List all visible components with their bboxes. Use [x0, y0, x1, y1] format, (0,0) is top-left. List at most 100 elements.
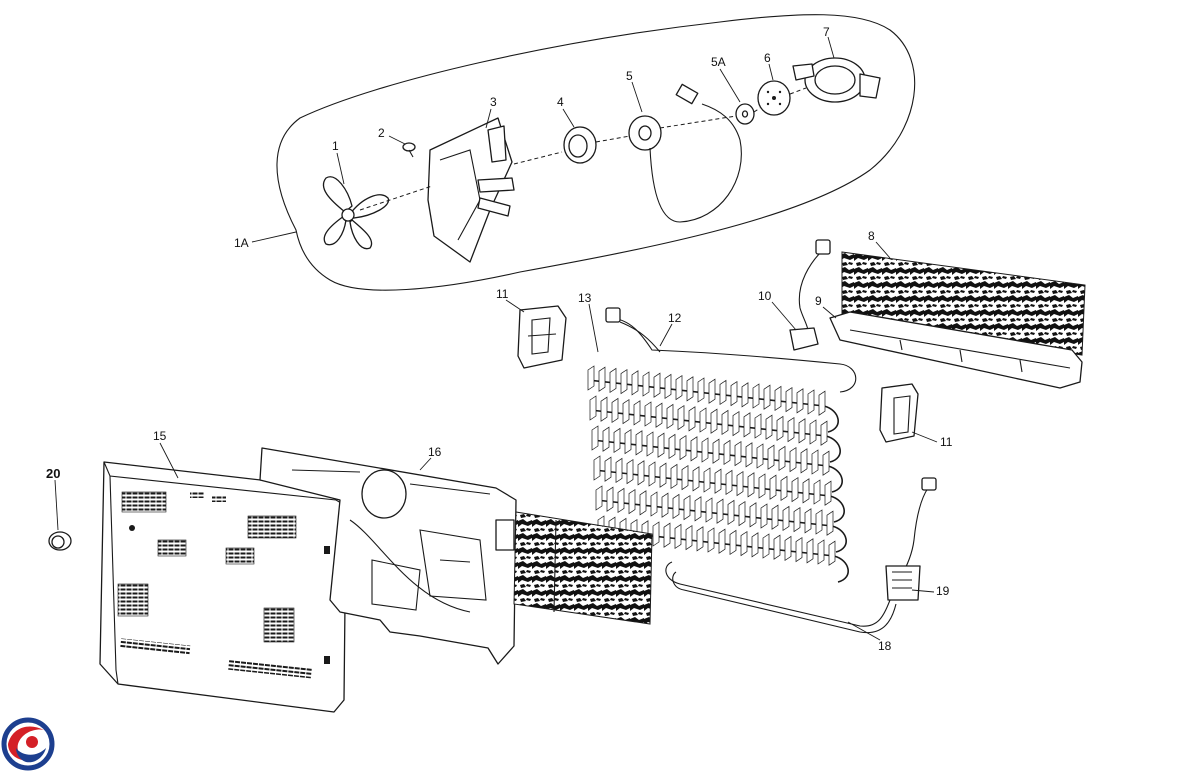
evaporator-fin: [653, 372, 661, 398]
evaporator-fin: [663, 522, 671, 548]
evaporator-fin: [699, 407, 707, 433]
evaporator-fin: [716, 498, 724, 524]
evaporator-fin: [822, 450, 830, 476]
evaporator-fin: [664, 373, 672, 400]
evaporator-fin: [609, 367, 617, 394]
evaporator-fin: [626, 458, 634, 485]
evaporator-fin: [611, 397, 619, 424]
evaporator-fin: [804, 508, 812, 534]
evaporator-fin: [613, 427, 621, 454]
evaporator-fin: [815, 509, 823, 535]
evaporator-fin: [725, 469, 733, 496]
evaporator-fin: [600, 396, 608, 422]
evaporator-fin: [591, 425, 599, 451]
evaporator-fin: [710, 408, 718, 434]
evaporator-fin: [683, 494, 691, 521]
evaporator-fin: [644, 401, 652, 427]
evaporator-coil: [587, 365, 849, 583]
fan-motor-assembly-group: [276, 14, 916, 291]
evaporator-fin: [809, 419, 817, 445]
evaporator-fin: [795, 536, 803, 563]
evaporator-fin: [828, 540, 836, 566]
evaporator-fin: [807, 389, 815, 415]
evaporator-fin: [758, 473, 766, 499]
drain-grommet: [48, 531, 72, 551]
evaporator-fin: [718, 528, 726, 554]
evaporator-fin: [697, 377, 705, 403]
evaporator-fin: [743, 412, 751, 438]
callout-7: 7: [823, 25, 830, 39]
evaporator-support-left: [517, 305, 567, 369]
evaporator-fin: [648, 461, 656, 487]
evaporator-fin: [806, 538, 814, 564]
evaporator-fin: [813, 479, 821, 505]
evaporator-fin: [589, 395, 597, 421]
evaporator-fin: [784, 535, 792, 562]
evaporator-fin: [685, 524, 693, 551]
evaporator-fin: [723, 439, 731, 466]
evaporator-fin: [730, 380, 738, 407]
evaporator-fin: [686, 376, 694, 402]
evaporator-fin: [606, 486, 614, 512]
evaporator-fin: [615, 457, 623, 484]
evaporator-fin: [727, 499, 735, 526]
evaporator-fin: [811, 449, 819, 475]
evaporator-support-right: [879, 383, 919, 443]
evaporator-fin: [661, 492, 669, 518]
callout-11-right: 11: [940, 435, 953, 449]
callout-15: 15: [153, 429, 167, 443]
suction-tube: [605, 307, 661, 353]
evaporator-fin: [818, 390, 826, 416]
evaporator-fin: [714, 468, 722, 494]
evaporator-fin: [705, 497, 713, 523]
motor-bracket: [427, 117, 515, 263]
screw: [402, 142, 416, 158]
callout-4: 4: [557, 95, 564, 109]
motor-shroud-disc: [757, 80, 791, 116]
evaporator-fin: [754, 413, 762, 439]
evaporator-fin: [798, 418, 806, 444]
evaporator-fin: [675, 374, 683, 401]
evaporator-fin: [666, 403, 674, 430]
retaining-ring: [792, 57, 881, 103]
callout-5a: 5A: [711, 55, 726, 69]
evaporator-fin: [747, 472, 755, 498]
callout-9: 9: [815, 294, 822, 308]
evaporator-fin: [637, 460, 645, 486]
evaporator-fin: [767, 444, 775, 470]
evaporator-fin: [740, 530, 748, 557]
evaporator-fin: [622, 398, 630, 425]
callout-10: 10: [758, 289, 772, 303]
assembly-outline: [276, 14, 916, 291]
insulation-pad: [841, 251, 1086, 356]
evaporator-fin: [732, 410, 740, 437]
evaporator-fin: [652, 521, 660, 547]
housing-insulation-pad: [513, 511, 653, 625]
evaporator-fin: [741, 382, 749, 408]
evaporator-fin: [628, 488, 636, 515]
evaporator-fin: [668, 433, 676, 460]
evaporator-fin: [674, 523, 682, 550]
evaporator-fin: [826, 510, 834, 536]
evaporator-fin: [635, 430, 643, 456]
evaporator-fin: [677, 404, 685, 431]
evaporator-fin: [708, 378, 716, 404]
callout-labels: 1 1A 2 3 4 5 5A 6 7 8 9 10 11 12 13 11 1…: [46, 25, 953, 653]
evaporator-fin: [692, 466, 700, 492]
evaporator-fin: [756, 443, 764, 469]
callout-3: 3: [490, 95, 497, 109]
fan-motor: [628, 83, 742, 223]
defrost-sensor: [789, 239, 831, 351]
evaporator-fin: [595, 485, 603, 511]
evaporator-fin: [639, 490, 647, 516]
callout-18: 18: [878, 639, 892, 653]
evaporator-fin: [633, 400, 641, 426]
evaporator-fin: [650, 491, 658, 517]
evaporator-fin: [771, 504, 779, 530]
upper-right-parts-group: [789, 239, 1086, 389]
evaporator-fin: [646, 431, 654, 457]
callout-5: 5: [626, 69, 633, 83]
evaporator-fin: [602, 426, 610, 452]
evaporator-fin: [745, 442, 753, 468]
